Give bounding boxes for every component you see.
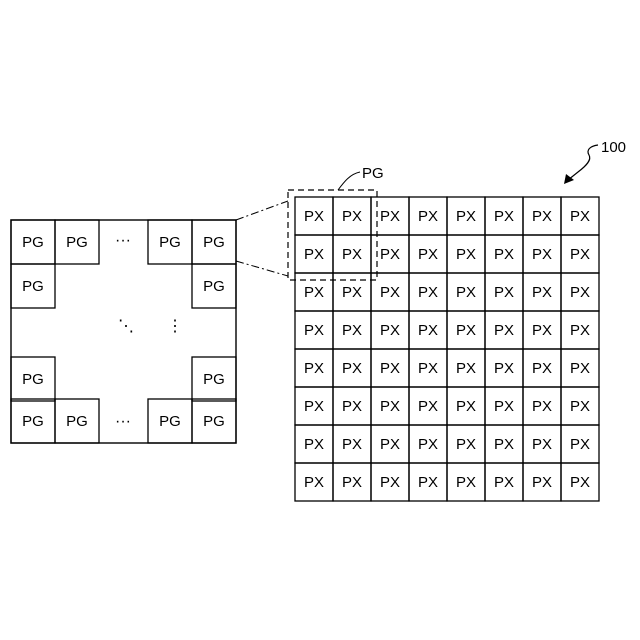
pixel-cell-label: PX (418, 322, 438, 339)
pixel-cell-label: PX (570, 208, 590, 225)
group-cell-label: PG (203, 371, 225, 388)
pixel-cell-label: PX (494, 322, 514, 339)
pixel-cell-label: PX (494, 284, 514, 301)
reference-arrowhead (564, 174, 574, 184)
pixel-cell-label: PX (418, 208, 438, 225)
group-cell-label: PG (159, 234, 181, 251)
pixel-cell-label: PX (418, 474, 438, 491)
group-cell-label: PG (22, 413, 44, 430)
pixel-cell-label: PX (342, 284, 362, 301)
reference-numeral: 100 (601, 139, 626, 156)
pixel-cell-label: PX (570, 360, 590, 377)
group-cell-label: PG (66, 234, 88, 251)
pixel-cell-label: PX (532, 474, 552, 491)
group-cell-label: PG (66, 413, 88, 430)
pixel-cell-label: PX (456, 246, 476, 263)
pixel-cell-label: PX (456, 398, 476, 415)
pixel-cell-label: PX (494, 398, 514, 415)
pixel-cell-label: PX (342, 246, 362, 263)
pixel-cell-label: PX (304, 246, 324, 263)
pixel-cell-label: PX (304, 208, 324, 225)
pixel-cell-label: PX (532, 398, 552, 415)
group-cell-label: PG (22, 278, 44, 295)
pixel-cell-label: PX (342, 208, 362, 225)
pixel-cell-label: PX (494, 246, 514, 263)
zoom-leader-top (236, 201, 288, 220)
pixel-cell-label: PX (532, 360, 552, 377)
pixel-group-callout: PG (288, 165, 384, 280)
callout-label: PG (362, 165, 384, 182)
pixel-cell-label: PX (380, 360, 400, 377)
pixel-cell-label: PX (304, 436, 324, 453)
pixel-cell-label: PX (342, 360, 362, 377)
group-cell-label: PG (159, 413, 181, 430)
pixel-cell-label: PX (456, 474, 476, 491)
pixel-cell-label: PX (304, 360, 324, 377)
pixel-cell-label: PX (570, 436, 590, 453)
pixel-cell-label: PX (342, 322, 362, 339)
group-cell-label: PG (203, 413, 225, 430)
pixel-cell-label: PX (418, 436, 438, 453)
pixel-cell-label: PX (418, 398, 438, 415)
pixel-cell-label: PX (532, 436, 552, 453)
zoom-leader-lines (236, 201, 288, 276)
pixel-cell-label: PX (570, 474, 590, 491)
pixel-cell-label: PX (380, 436, 400, 453)
pixel-array: PX PX PX PX PX PX PX PX PX PX PX PX PX PX PX PX PX PX PX PX… (295, 197, 599, 501)
pixel-cell-label: PX (570, 398, 590, 415)
pixel-cell-label: PX (456, 322, 476, 339)
pixel-cell-label: PX (304, 398, 324, 415)
bottom-ellipsis: ··· (115, 413, 131, 430)
pixel-cell-label: PX (532, 208, 552, 225)
pixel-cell-label: PX (380, 398, 400, 415)
pixel-cell-label: PX (570, 246, 590, 263)
pixel-cell-label: PX (494, 360, 514, 377)
pixel-cell-label: PX (494, 208, 514, 225)
pixel-cell-label: PX (380, 208, 400, 225)
group-cell-label: PG (203, 278, 225, 295)
pixel-cell-label: PX (456, 208, 476, 225)
pixel-cell-label: PX (342, 436, 362, 453)
pixel-cell-label: PX (342, 398, 362, 415)
pixel-cell-label: PX (380, 322, 400, 339)
pixel-cell-label: PX (570, 284, 590, 301)
group-cell-label: PG (22, 371, 44, 388)
pixel-cell-label: PX (418, 360, 438, 377)
pixel-cell-label: PX (418, 284, 438, 301)
pixel-cell-label: PX (570, 322, 590, 339)
zoom-leader-bottom (236, 261, 288, 276)
pixel-cell-label: PX (456, 360, 476, 377)
reference-100: 100 (564, 139, 626, 184)
callout-leader (338, 172, 360, 190)
pixel-cell-label: PX (494, 436, 514, 453)
pixel-cell-label: PX (532, 284, 552, 301)
pixel-group-detail: PG PG PG PG PG PG PG PG PG PG PG PG ··· ··· ⋱ ⋮ (11, 220, 236, 443)
pixel-cell-label: PX (532, 322, 552, 339)
pixel-cell-label: PX (380, 474, 400, 491)
group-cell-label: PG (22, 234, 44, 251)
pixel-cell-label: PX (342, 474, 362, 491)
pixel-cell-label: PX (494, 474, 514, 491)
pixel-cell-label: PX (532, 246, 552, 263)
diagonal-ellipsis: ⋱ (118, 318, 134, 335)
pixel-cell-label: PX (456, 284, 476, 301)
pixel-cell-label: PX (380, 284, 400, 301)
vertical-ellipsis: ⋮ (167, 318, 183, 335)
pixel-cell-label: PX (418, 246, 438, 263)
pixel-cell-label: PX (304, 322, 324, 339)
group-cell-label: PG (203, 234, 225, 251)
pixel-cell-label: PX (380, 246, 400, 263)
top-ellipsis: ··· (115, 232, 131, 249)
pixel-cell-label: PX (304, 474, 324, 491)
pixel-cell-label: PX (456, 436, 476, 453)
pixel-cell-label: PX (304, 284, 324, 301)
reference-squiggle (568, 145, 598, 180)
